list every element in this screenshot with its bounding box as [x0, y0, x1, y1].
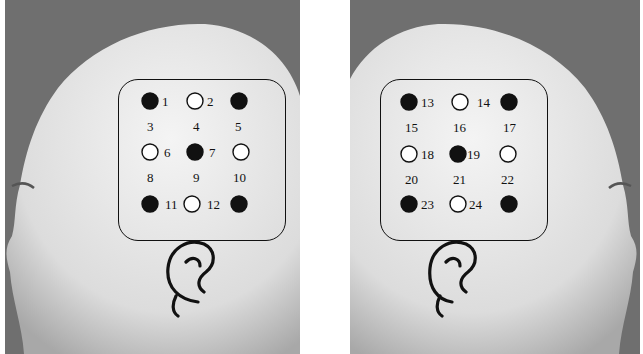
electrode-filled: [142, 93, 158, 109]
electrode-filled: [142, 196, 158, 212]
electrode-filled: [231, 93, 247, 109]
electrode-open: [187, 93, 203, 109]
channel-number: 8: [147, 171, 154, 185]
channel-number: 19: [467, 148, 480, 162]
channel-number: 6: [164, 146, 171, 160]
channel-number: 18: [421, 148, 434, 162]
channel-number: 24: [469, 198, 482, 212]
electrode-grid: [142, 93, 517, 212]
channel-number: 16: [453, 121, 466, 135]
channel-number: 15: [405, 121, 418, 135]
channel-number: 13: [421, 96, 434, 110]
channel-number: 14: [477, 96, 490, 110]
channel-number: 22: [501, 173, 514, 187]
electrode-filled: [401, 94, 417, 110]
electrode-filled: [187, 144, 203, 160]
channel-number: 4: [193, 120, 200, 134]
electrode-open: [184, 196, 200, 212]
electrode-open: [401, 146, 417, 162]
channel-number: 9: [193, 171, 200, 185]
channel-number: 17: [503, 121, 516, 135]
channel-number: 10: [233, 171, 246, 185]
electrode-open: [233, 144, 249, 160]
electrode-open: [450, 196, 466, 212]
electrode-open: [500, 146, 516, 162]
channel-number: 7: [209, 146, 216, 160]
channel-number: 21: [453, 173, 466, 187]
channel-number: 2: [207, 95, 214, 109]
ear-outline: [430, 242, 476, 316]
head-silhouette: [7, 24, 301, 354]
electrode-array-box: 123456789101112: [118, 79, 286, 241]
electrode-filled: [501, 94, 517, 110]
electrode-filled: [231, 196, 247, 212]
electrode-filled: [450, 146, 466, 162]
ear-outline: [168, 242, 213, 316]
electrode-filled: [401, 196, 417, 212]
channel-number: 23: [421, 198, 434, 212]
channel-number: 12: [207, 198, 220, 212]
channel-number: 20: [405, 173, 418, 187]
channel-number: 1: [162, 95, 169, 109]
channel-number: 5: [235, 120, 242, 134]
electrode-filled: [501, 196, 517, 212]
electrode-array-box: 13 14 15 16 17 18 19 20 21 22 23 24: [380, 79, 548, 241]
electrode-open: [452, 94, 468, 110]
channel-number: 3: [147, 120, 154, 134]
eye-mark: [609, 184, 631, 188]
electrode-open: [142, 144, 158, 160]
head-silhouette: [350, 24, 637, 354]
channel-number: 11: [165, 198, 178, 212]
eye-mark: [12, 184, 34, 188]
